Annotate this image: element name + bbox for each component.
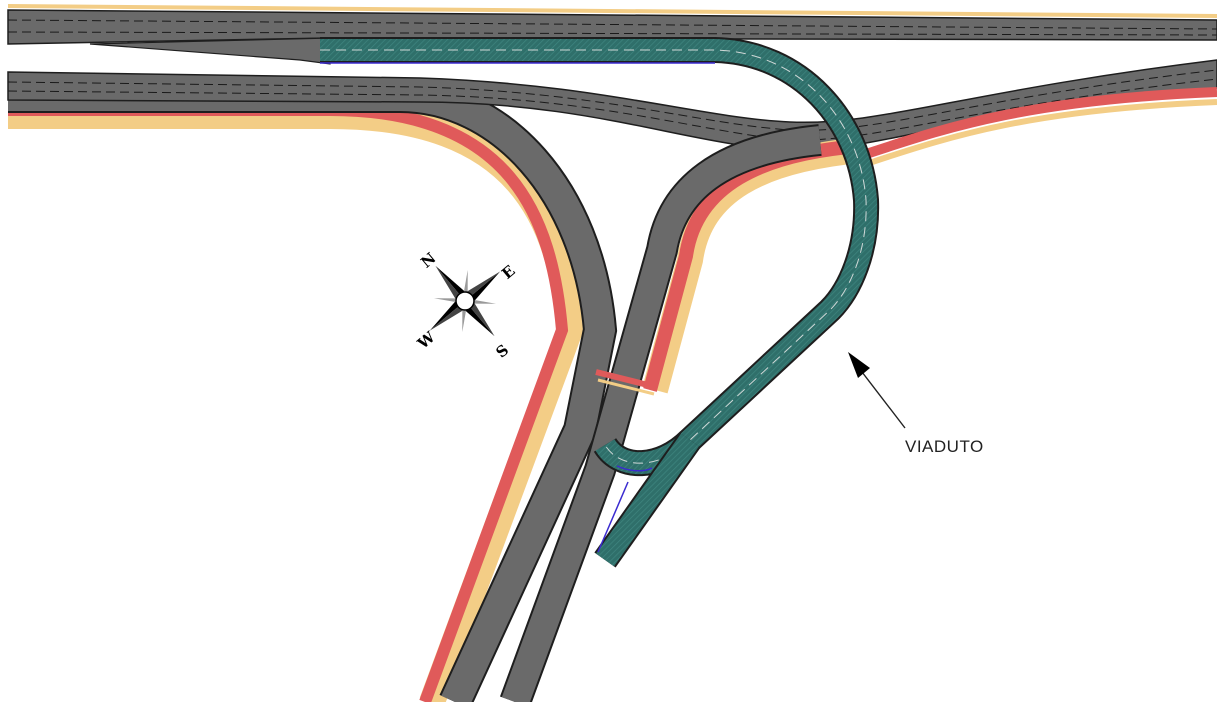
compass-east-label: E [498,262,518,283]
callout-leader-line [861,371,906,429]
central-connector-ramp [499,124,862,702]
compass-rose: N E S W [413,249,518,362]
compass-south-label: S [492,341,512,362]
west-curve-ramp [8,79,618,702]
compass-west-label: W [413,327,439,353]
viaduct-loop [320,37,880,568]
highway-upper-carriageway [7,4,1217,65]
compass-north-label: N [417,249,439,272]
compass-center [455,291,475,311]
callout-label: VIADUTO [905,437,984,456]
callout-arrowhead-icon [848,352,870,378]
viaduct-callout: VIADUTO [848,352,984,456]
